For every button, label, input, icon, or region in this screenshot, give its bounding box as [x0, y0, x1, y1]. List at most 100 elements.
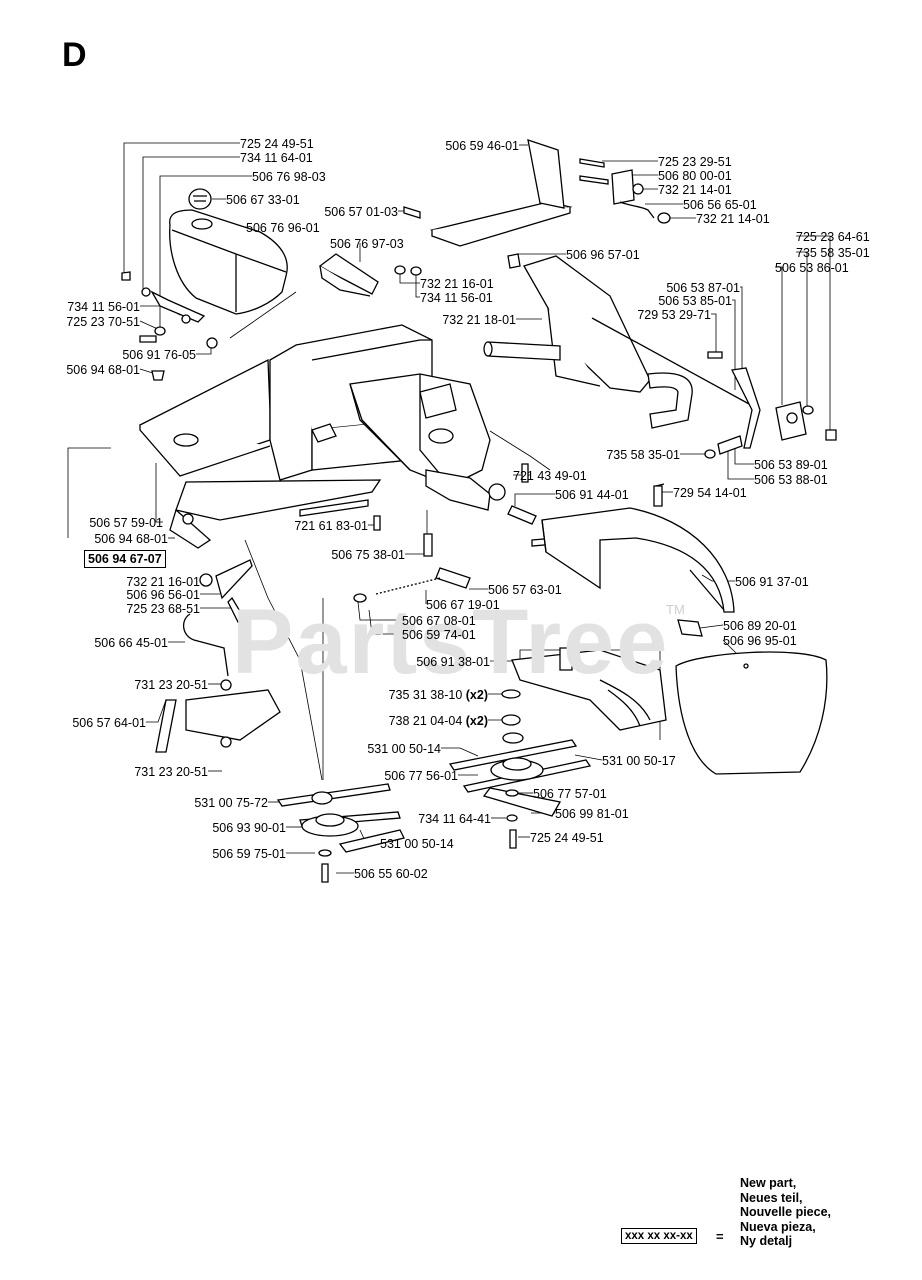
part-number-label: 506 67 19-01 — [426, 598, 500, 612]
rear-cover — [541, 507, 735, 613]
part-number-label: 738 21 04-04 (x2) — [389, 714, 488, 728]
part-number: 506 59 46-01 — [445, 139, 519, 153]
tension-spring — [353, 567, 471, 603]
part-number: 734 11 56-01 — [67, 300, 140, 314]
part-number: 732 21 14-01 — [696, 212, 770, 226]
part-number-label: 734 11 64-01 — [240, 151, 313, 165]
part-number: 506 55 60-02 — [354, 867, 428, 881]
part-number-label: 725 23 68-51 — [126, 602, 200, 616]
part-number: 729 53 29-71 — [637, 308, 711, 322]
part-number-label: 506 76 97-03 — [330, 237, 404, 251]
part-number: 732 21 18-01 — [442, 313, 516, 327]
part-number: 506 76 96-01 — [246, 221, 320, 235]
part-number: 506 91 76-05 — [122, 348, 196, 362]
part-number: 506 75 38-01 — [331, 548, 405, 562]
part-number-label: 506 91 76-05 — [122, 348, 196, 362]
part-number: 506 96 95-01 — [723, 634, 797, 648]
center-fasteners — [311, 423, 663, 557]
side-cover — [675, 651, 828, 775]
part-number: 506 94 68-01 — [66, 363, 140, 377]
part-number: 506 76 98-03 — [252, 170, 326, 184]
part-number: 506 57 64-01 — [72, 716, 146, 730]
part-number: 725 23 29-51 — [658, 155, 732, 169]
part-number-label: 506 91 37-01 — [735, 575, 809, 589]
part-number: 506 66 45-01 — [94, 636, 168, 650]
part-number-label: 731 23 20-51 — [134, 765, 208, 779]
part-number-label: 506 99 81-01 — [555, 807, 629, 821]
part-number: 531 00 75-72 — [194, 796, 268, 810]
part-number: 506 96 57-01 — [566, 248, 640, 262]
seat-plate — [403, 139, 573, 247]
part-number: 735 31 38-10 — [388, 688, 463, 702]
part-number-label: 531 00 50-17 — [602, 754, 676, 768]
part-number-label: 732 21 14-01 — [658, 183, 732, 197]
part-number: 738 21 04-04 — [388, 714, 463, 728]
bolt-729-54 — [655, 483, 665, 487]
part-number-label: 506 91 44-01 — [555, 488, 629, 502]
part-number: 506 67 19-01 — [426, 598, 500, 612]
discharge-chute — [511, 619, 703, 731]
part-number-label: 506 91 38-01 — [416, 655, 490, 669]
legend-line: Nueva pieza, — [740, 1219, 816, 1234]
part-number-label: 735 58 35-01 — [796, 246, 870, 260]
part-number-label: 531 00 50-14 — [380, 837, 454, 851]
part-number-label: 735 31 38-10 (x2) — [389, 688, 488, 702]
part-number-label: 506 57 59-01 — [89, 516, 163, 530]
part-number-label: 725 24 49-51 — [530, 831, 604, 845]
part-number-label: 531 00 75-72 — [194, 796, 268, 810]
legend-line: Nouvelle piece, — [740, 1205, 832, 1219]
part-number: 506 91 38-01 — [416, 655, 490, 669]
part-number: 506 77 57-01 — [533, 787, 607, 801]
part-number-label: 506 96 56-01 — [126, 588, 200, 602]
part-number-label: 732 21 16-01 — [420, 277, 494, 291]
part-number: 735 58 35-01 — [796, 246, 870, 260]
part-number: 506 53 87-01 — [666, 281, 740, 295]
part-number-label: 732 21 14-01 — [696, 212, 770, 226]
part-number-label: 734 11 56-01 — [420, 291, 493, 305]
drive-pulleys — [276, 689, 592, 883]
part-number-label: 506 53 87-01 — [666, 281, 740, 295]
part-number: 725 24 49-51 — [240, 137, 314, 151]
latch-bracket — [579, 158, 671, 224]
part-number: 506 56 65-01 — [683, 198, 757, 212]
part-number-label: 506 55 60-02 — [354, 867, 428, 881]
part-number: 725 23 70-51 — [66, 315, 140, 329]
part-number-label: 506 67 33-01 — [226, 193, 300, 207]
part-number-label: 506 77 56-01 — [384, 769, 458, 783]
part-number-label: 725 23 64-61 — [796, 230, 870, 244]
part-number-label: 506 53 85-01 — [658, 294, 732, 308]
part-number: 506 53 88-01 — [754, 473, 828, 487]
part-number: 506 91 37-01 — [735, 575, 809, 589]
part-number-label: 506 56 65-01 — [683, 198, 757, 212]
watermark: PartsTree — [232, 591, 670, 693]
part-number-label: 506 57 01-03 — [324, 205, 398, 219]
part-number-label: 506 59 46-01 — [445, 139, 519, 153]
part-number-label: 506 75 38-01 — [331, 548, 405, 562]
part-number-label: 734 11 56-01 — [67, 300, 140, 314]
part-number: 506 77 56-01 — [384, 769, 458, 783]
part-number: 725 23 68-51 — [126, 602, 200, 616]
legend-line: New part, — [740, 1176, 797, 1190]
part-number: 729 54 14-01 — [673, 486, 747, 500]
part-number: 734 11 64-01 — [240, 151, 313, 165]
part-number-label: 506 66 45-01 — [94, 636, 168, 650]
part-number-label: 506 94 67-07 — [84, 550, 166, 568]
part-number: 725 23 64-61 — [796, 230, 870, 244]
part-number-label: 506 57 64-01 — [72, 716, 146, 730]
legend-line: Neues teil, — [740, 1190, 803, 1205]
part-number-label: 725 23 29-51 — [658, 155, 732, 169]
part-number-label: 506 80 00-01 — [658, 169, 732, 183]
part-number-label: 506 53 88-01 — [754, 473, 828, 487]
part-number: 732 21 14-01 — [658, 183, 732, 197]
part-number: 506 67 08-01 — [402, 614, 476, 628]
part-number-label: 506 94 68-01 — [66, 363, 140, 377]
part-number: 731 23 20-51 — [134, 678, 208, 692]
part-number: 531 00 50-17 — [602, 754, 676, 768]
part-number: 506 57 63-01 — [488, 583, 562, 597]
part-number-label: 731 23 20-51 — [134, 678, 208, 692]
part-number-label: 506 76 96-01 — [246, 221, 320, 235]
part-number: 531 00 50-14 — [380, 837, 454, 851]
part-number: 506 96 56-01 — [126, 588, 200, 602]
part-number: 506 53 86-01 — [775, 261, 849, 275]
